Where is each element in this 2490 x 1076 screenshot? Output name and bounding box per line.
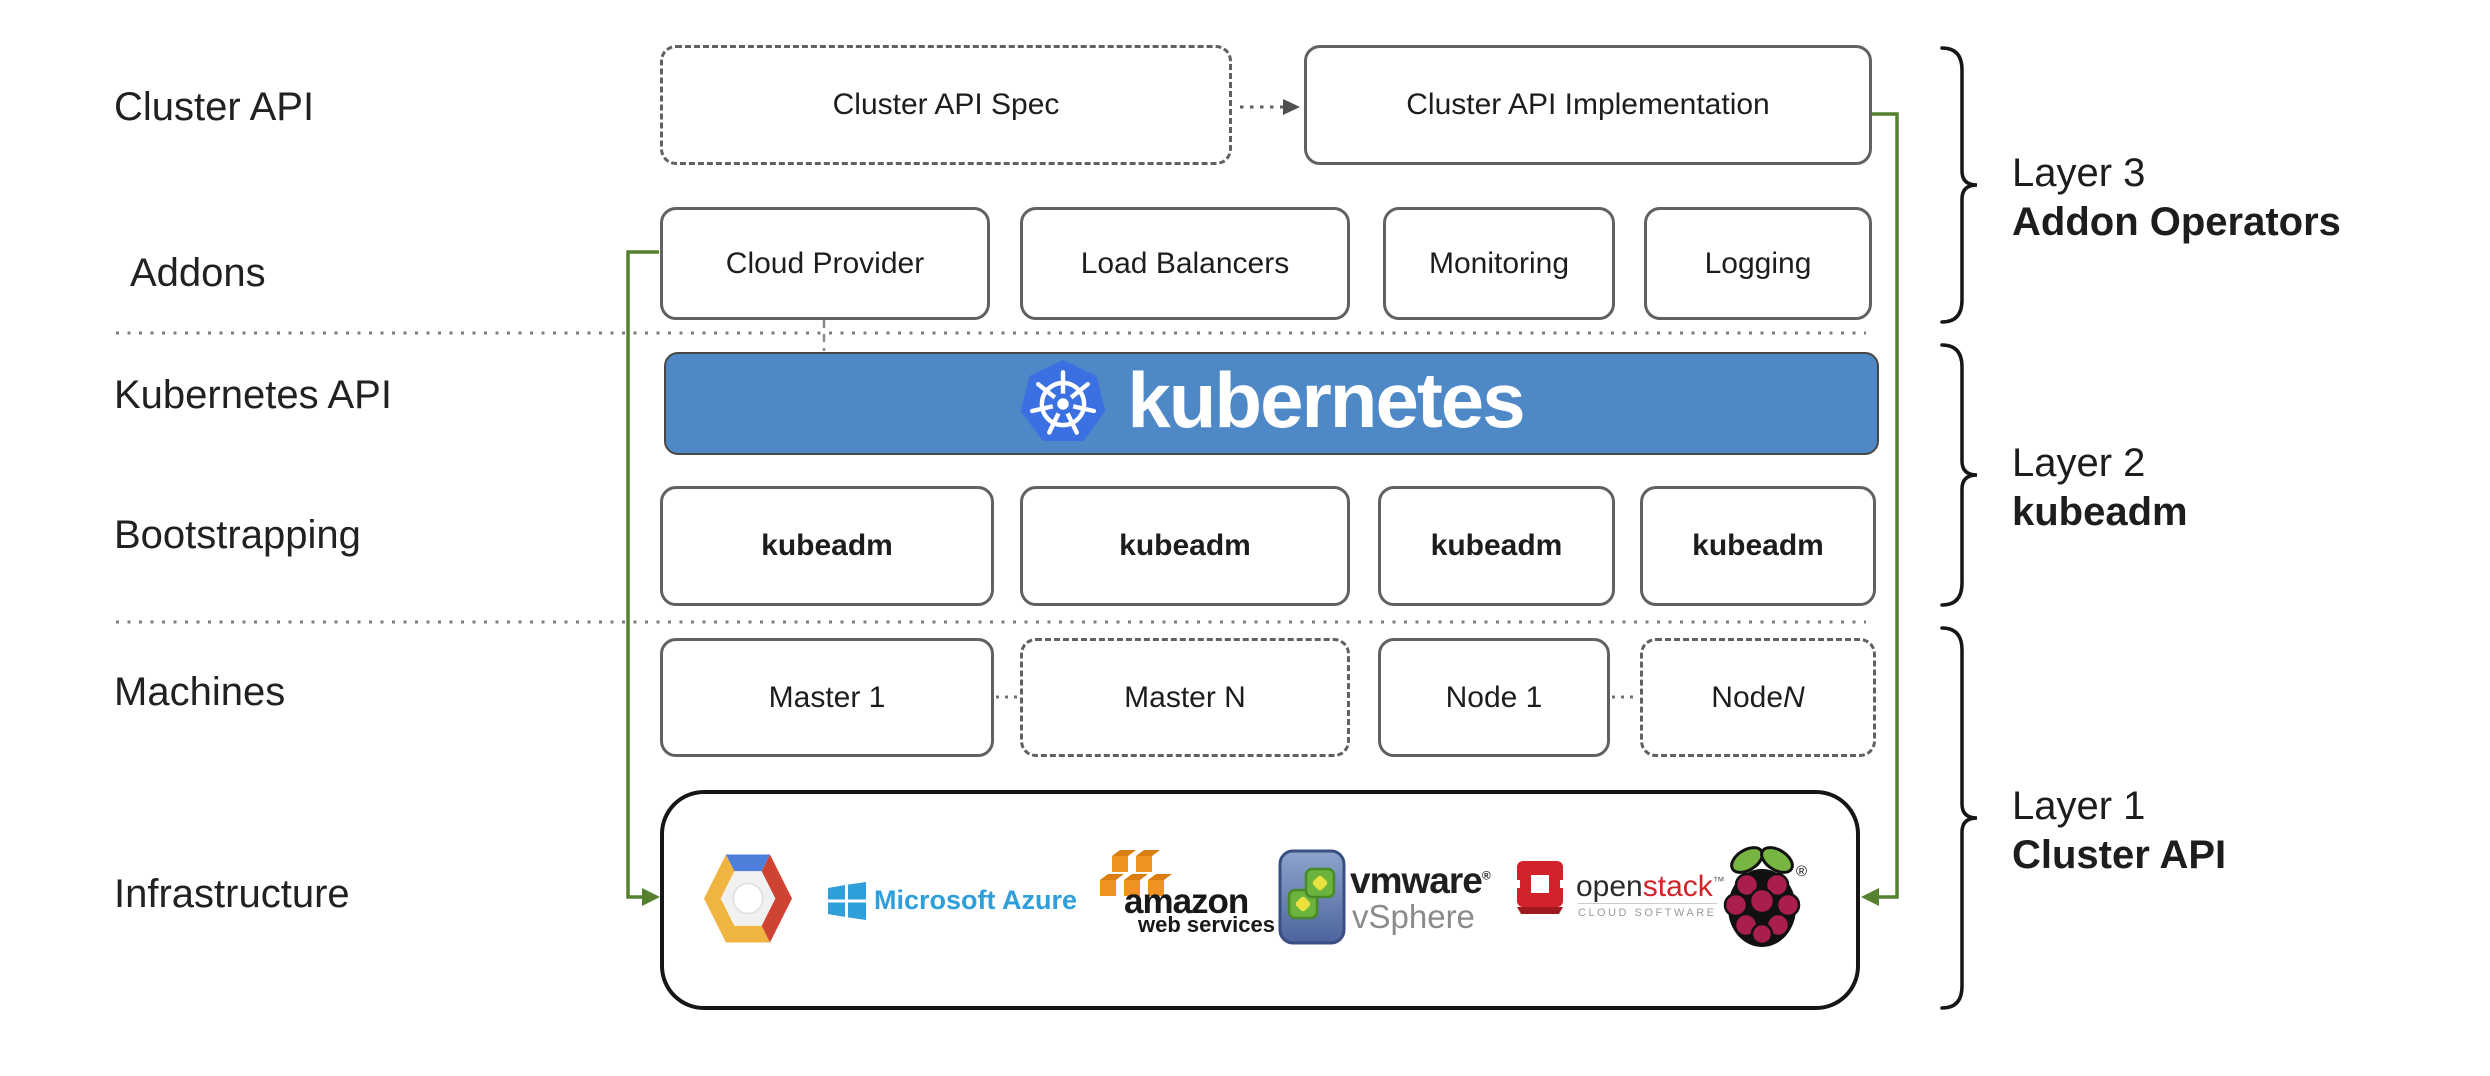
layer3-subtitle: Addon Operators (2012, 200, 2341, 244)
kubernetes-wordmark: kubernetes (1127, 355, 1525, 444)
addon-box-logging: Logging (1644, 207, 1872, 320)
layer2-label: Layer 2 kubeadm (2012, 439, 2188, 537)
layer1-subtitle: Cluster API (2012, 833, 2227, 877)
cluster-api-implementation-box: Cluster API Implementation (1304, 45, 1872, 165)
aws-cubes-icon (1100, 850, 1172, 896)
layer1-brace (1940, 626, 1978, 1010)
row-label-cluster-api: Cluster API (114, 85, 315, 129)
raspberry-pi-logo: ® (1723, 846, 1807, 947)
row-label-kubernetes-api: Kubernetes API (114, 373, 392, 417)
vsphere-wordmark: vSphere (1352, 898, 1475, 935)
kubeadm-box-3: kubeadm (1378, 486, 1615, 606)
machine-box-master-n: Master N (1020, 638, 1350, 757)
kubeadm-box-1: kubeadm (660, 486, 994, 606)
layer2-title: Layer 2 (2012, 441, 2146, 485)
aws-web-services-text: web services (1138, 912, 1275, 937)
infrastructure-right-arrowhead (1861, 888, 1879, 906)
infrastructure-left-arrowhead (642, 888, 660, 906)
layer3-title: Layer 3 (2012, 151, 2146, 195)
kubeadm-box-4: kubeadm (1640, 486, 1876, 606)
vmware-registered-mark: ® (1481, 868, 1491, 883)
node-n-label-n: N (1783, 680, 1805, 714)
implementation-to-infrastructure-line (1872, 112, 1899, 899)
addon-box-monitoring: Monitoring (1383, 207, 1615, 320)
vmware-wordmark: vmware® (1350, 860, 1491, 902)
layer3-label: Layer 3 Addon Operators (2012, 149, 2341, 247)
kubernetes-logo-icon (1021, 359, 1106, 441)
layer1-label: Layer 1 Cluster API (2012, 782, 2226, 880)
node-n-label-prefix: Node (1711, 680, 1784, 714)
azure-flag-icon (828, 882, 866, 920)
machine-box-master-1: Master 1 (660, 638, 994, 757)
row-label-bootstrapping: Bootstrapping (114, 513, 361, 557)
addon-box-cloud-provider: Cloud Provider (660, 207, 990, 320)
kubernetes-banner: kubernetes (664, 352, 1879, 455)
machine-box-node-n: Node N (1640, 638, 1876, 757)
openstack-wordmark: openstack™ (1576, 870, 1725, 904)
openstack-word-stack: stack (1642, 870, 1713, 903)
row-label-machines: Machines (114, 670, 286, 714)
layer2-subtitle: kubeadm (2012, 490, 2188, 534)
addon-box-load-balancers: Load Balancers (1020, 207, 1350, 320)
openstack-icon (1513, 861, 1569, 914)
google-cloud-logo (704, 854, 792, 943)
machine-box-node-1: Node 1 (1378, 638, 1610, 757)
kubeadm-box-2: kubeadm (1020, 486, 1350, 606)
cluster-api-spec-box: Cluster API Spec (660, 45, 1232, 165)
openstack-word-open: open (1576, 870, 1643, 903)
layer2-brace (1940, 343, 1978, 607)
openstack-trademark: ™ (1712, 874, 1725, 888)
raspberry-pi-registered-mark: ® (1796, 863, 1807, 880)
openstack-cloud-software-text: CLOUD SOFTWARE (1578, 903, 1717, 919)
layer3-brace (1940, 46, 1978, 324)
layer1-title: Layer 1 (2012, 784, 2146, 828)
row-label-infrastructure: Infrastructure (114, 872, 350, 916)
row-label-addons: Addons (130, 251, 266, 295)
vmware-vsphere-icon (1278, 849, 1346, 945)
infrastructure-box (660, 790, 1860, 1010)
vmware-word-text: vmware (1350, 860, 1483, 901)
cloud-provider-to-infrastructure-line (626, 250, 659, 899)
spec-to-implementation-arrowhead (1283, 99, 1300, 115)
azure-wordmark: Microsoft Azure (874, 885, 1078, 915)
amazon-wordmark: amazon (1124, 882, 1249, 921)
